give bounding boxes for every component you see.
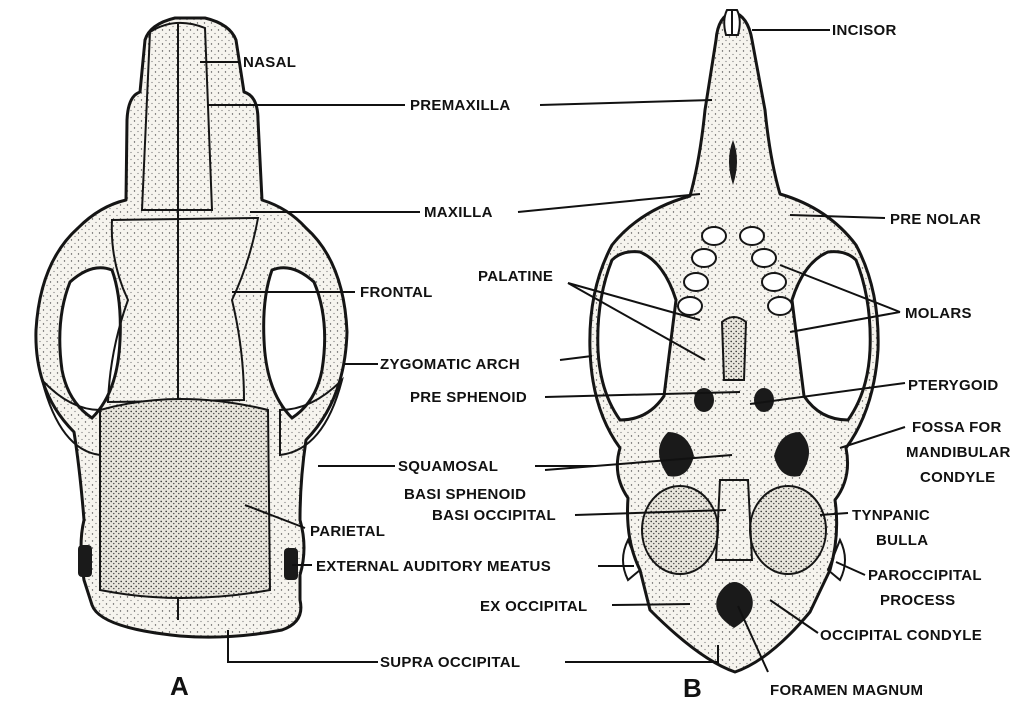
label-ex-occipital: EX OCCIPITAL [480, 598, 588, 615]
skull-dorsal-view [36, 18, 347, 637]
label-maxilla: MAXILLA [424, 204, 493, 221]
skull-ventral-view [590, 10, 878, 672]
label-pre-sphenoid: PRE SPHENOID [410, 389, 527, 406]
label-palatine: PALATINE [478, 268, 553, 285]
label-squamosal: SQUAMOSAL [398, 458, 498, 475]
label-basi-sphenoid: BASI SPHENOID [404, 486, 526, 503]
label-tympanic-line1: TYNPANIC [852, 507, 930, 524]
label-zygomatic-arch: ZYGOMATIC ARCH [380, 356, 520, 373]
label-premaxilla: PREMAXILLA [410, 97, 511, 114]
label-supra-occipital: SUPRA OCCIPITAL [380, 654, 520, 671]
panel-label-a: A [170, 671, 189, 701]
label-fossa-line2: MANDIBULAR [906, 444, 1011, 461]
label-foramen-magnum: FORAMEN MAGNUM [770, 682, 923, 699]
label-fossa-line3: CONDYLE [920, 469, 995, 486]
label-parietal: PARIETAL [310, 523, 385, 540]
label-external-auditory-meatus: EXTERNAL AUDITORY MEATUS [316, 558, 551, 575]
panel-label-b: B [683, 673, 702, 702]
label-premolar: PRE NOLAR [890, 211, 981, 228]
label-paroccipital-line2: PROCESS [880, 592, 955, 609]
label-molars: MOLARS [905, 305, 972, 322]
label-occipital-condyle: OCCIPITAL CONDYLE [820, 627, 982, 644]
label-basi-occipital: BASI OCCIPITAL [432, 507, 556, 524]
label-paroccipital-line1: PAROCCIPITAL [868, 567, 982, 584]
label-pterygoid: PTERYGOID [908, 377, 999, 394]
label-nasal: NASAL [243, 54, 296, 71]
label-fossa-line1: FOSSA FOR [912, 419, 1002, 436]
label-frontal: FRONTAL [360, 284, 433, 301]
label-tympanic-line2: BULLA [876, 532, 928, 549]
label-incisor: INCISOR [832, 22, 897, 39]
